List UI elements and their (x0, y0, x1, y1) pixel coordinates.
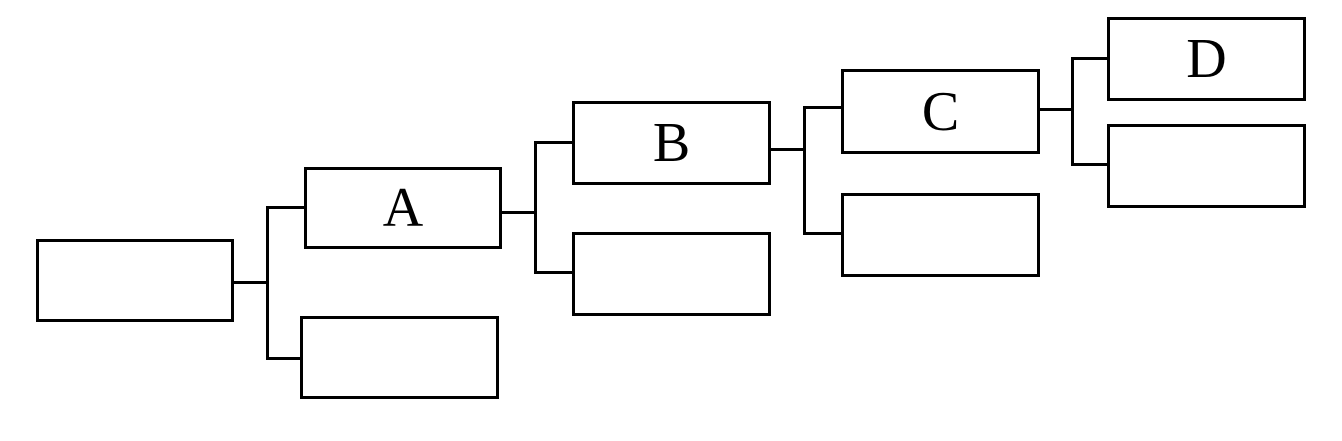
connector-line (803, 106, 843, 109)
node-d: D (1107, 17, 1306, 101)
connector-line (266, 357, 302, 360)
node-a: A (304, 167, 502, 249)
node-c: C (841, 69, 1040, 154)
node-b-sibling (572, 232, 771, 316)
connector-line (534, 141, 574, 144)
connector-line (234, 281, 268, 284)
connector-line (771, 148, 805, 151)
connector-line (266, 206, 269, 360)
node-root (36, 239, 234, 322)
connector-line (1071, 163, 1109, 166)
connector-line (502, 211, 536, 214)
node-b: B (572, 101, 771, 185)
connector-line (534, 141, 537, 274)
connector-line (1071, 57, 1109, 60)
connector-line (266, 206, 306, 209)
connector-line (534, 271, 574, 274)
connector-line (1040, 108, 1074, 111)
node-d-sibling (1107, 124, 1306, 208)
connector-line (803, 232, 843, 235)
node-c-sibling (841, 193, 1040, 277)
node-a-sibling (300, 316, 499, 399)
connector-line (803, 106, 806, 235)
connector-line (1071, 57, 1074, 166)
